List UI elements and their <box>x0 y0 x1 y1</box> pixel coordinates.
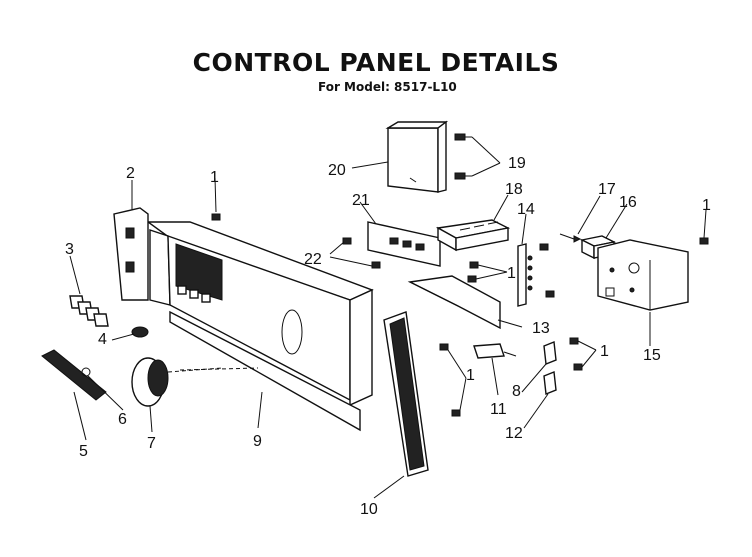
part-15-timer <box>597 239 689 311</box>
leader-lines <box>69 136 707 499</box>
part-6-clip <box>81 367 91 377</box>
callout-15: 15 <box>643 347 661 364</box>
callout-7: 7 <box>147 435 156 452</box>
part-3-buttons <box>69 295 109 327</box>
callout-12: 12 <box>505 425 523 442</box>
callout-14: 14 <box>517 201 535 218</box>
part-12-clip <box>543 371 557 395</box>
callout-5: 5 <box>79 443 88 460</box>
part-18-switch <box>435 219 511 252</box>
callout-17: 17 <box>598 181 616 198</box>
part-10-screws <box>439 343 461 417</box>
callout-21: 21 <box>352 192 370 209</box>
callout-16: 16 <box>619 194 637 211</box>
callout-3: 3 <box>65 241 74 258</box>
part-9-panel <box>145 221 374 432</box>
callout-4: 4 <box>98 331 107 348</box>
callout-labels: 1 2 3 4 5 6 7 9 10 11 8 12 13 14 15 16 1… <box>65 155 711 518</box>
part-2-bracket <box>113 207 149 301</box>
part-20-bracket <box>385 120 449 193</box>
callout-2: 2 <box>126 165 135 182</box>
callout-9: 9 <box>253 433 262 450</box>
callout-1-top: 1 <box>210 169 219 186</box>
part-11-switch <box>473 343 517 359</box>
callout-1-middle: 1 <box>507 265 516 282</box>
part-7-knob <box>131 357 223 407</box>
part-13-plate <box>407 275 501 330</box>
part-10-filter <box>383 311 429 477</box>
diagram-title: CONTROL PANEL DETAILS <box>192 48 560 77</box>
callout-18: 18 <box>505 181 523 198</box>
callout-19: 19 <box>508 155 526 172</box>
callout-1-lower: 1 <box>466 367 475 384</box>
part-21-board <box>367 221 441 267</box>
callout-10: 10 <box>360 501 378 518</box>
callout-6: 6 <box>118 411 127 428</box>
part-14-strip <box>517 243 533 307</box>
callout-20: 20 <box>328 162 346 179</box>
part-4-insert <box>131 326 149 338</box>
part-17-pin <box>559 233 582 243</box>
callout-13: 13 <box>532 320 550 337</box>
callout-1-lower-right: 1 <box>600 343 609 360</box>
part-14-screws <box>539 243 555 298</box>
part-5-nameplate <box>41 349 107 401</box>
callout-1-right: 1 <box>702 197 711 214</box>
callout-22: 22 <box>304 251 322 268</box>
callout-11: 11 <box>490 401 507 418</box>
callout-8: 8 <box>512 383 521 400</box>
part-22-screws <box>342 237 381 269</box>
part-8-clip <box>543 341 557 365</box>
model-subtitle: For Model: 8517-L10 <box>318 80 457 94</box>
part-19-screws <box>454 133 472 180</box>
